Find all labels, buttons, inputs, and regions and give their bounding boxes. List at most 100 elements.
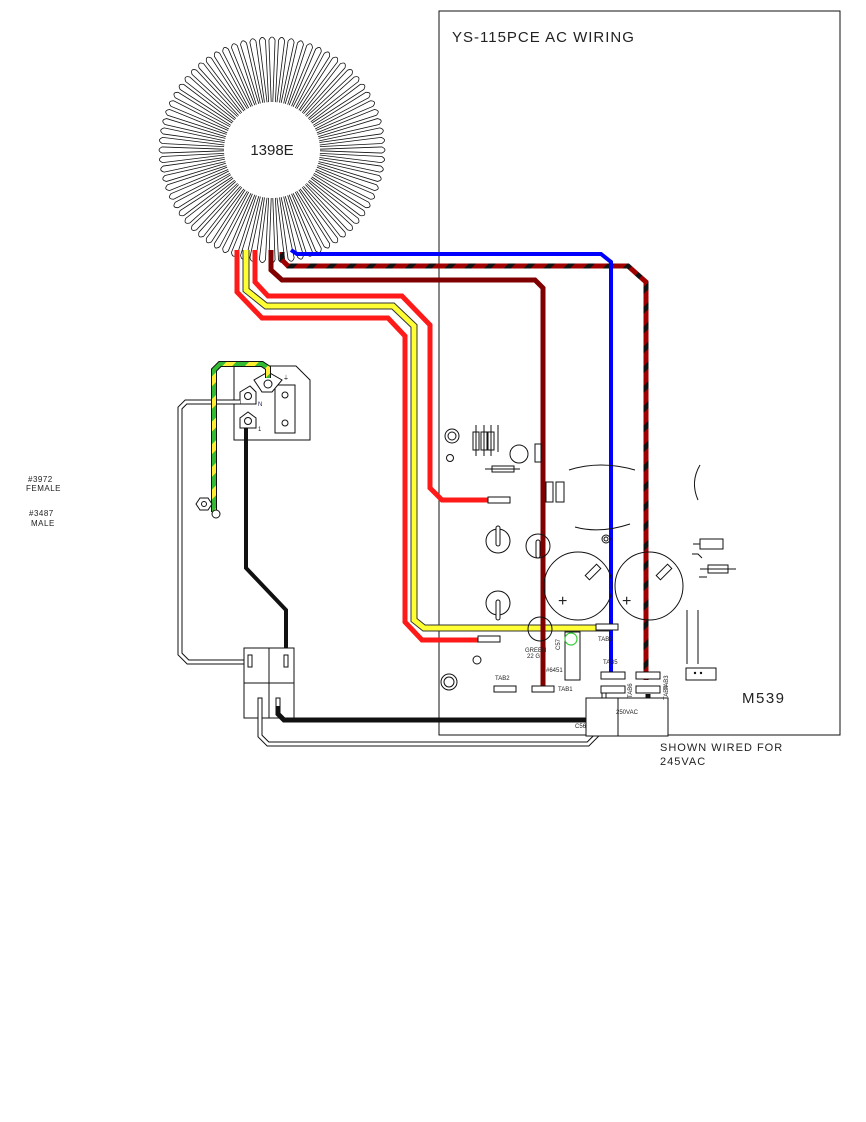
neutral-label: N bbox=[258, 402, 262, 408]
toroid-winding bbox=[173, 172, 232, 209]
toroid-winding bbox=[191, 183, 239, 231]
toroid-winding bbox=[294, 51, 331, 110]
toroid-winding bbox=[294, 190, 331, 249]
toroid-winding bbox=[301, 185, 346, 238]
yellow-wire bbox=[243, 250, 612, 631]
toroid-winding bbox=[160, 127, 225, 143]
toroid-winding bbox=[249, 38, 265, 103]
toroid-winding bbox=[158, 146, 225, 154]
wiring-note-line1: SHOWN WIRED FOR bbox=[660, 742, 783, 754]
tab5-label: TAB5 bbox=[603, 660, 618, 666]
toroid-winding bbox=[258, 197, 270, 263]
diagram-title: YS-115PCE AC WIRING bbox=[452, 29, 635, 46]
tab1-label: TAB1 bbox=[558, 687, 573, 693]
toroid-winding bbox=[198, 185, 243, 238]
toroid-winding bbox=[274, 37, 286, 103]
toroid-winding bbox=[162, 161, 226, 182]
wiring-note-line2: 245VAC bbox=[660, 756, 706, 768]
toroid-winding bbox=[268, 36, 276, 103]
tab8-label: TAB8 bbox=[598, 637, 613, 643]
toroid-winding bbox=[198, 62, 243, 115]
female-label: FEMALE bbox=[26, 484, 61, 493]
toroid-winding bbox=[173, 91, 232, 128]
return-wire bbox=[258, 690, 606, 746]
toroid-winding bbox=[312, 172, 371, 209]
earth-nut-icon bbox=[195, 497, 213, 511]
brown-wire bbox=[268, 250, 546, 690]
part-6451-label: #6451 bbox=[546, 668, 563, 674]
toroidal-transformer bbox=[158, 36, 386, 264]
red-wire-primary-a bbox=[234, 250, 488, 643]
toroid-winding bbox=[169, 169, 230, 200]
toroid-winding bbox=[319, 127, 384, 143]
toroid-winding bbox=[314, 100, 375, 131]
male-label: MALE bbox=[31, 519, 55, 528]
toroid-winding bbox=[169, 100, 230, 131]
earth-symbol-icon: ⏚ bbox=[283, 375, 289, 382]
toroid-winding bbox=[319, 152, 385, 164]
toroid-winding bbox=[298, 188, 339, 244]
toroid-winding bbox=[319, 136, 385, 148]
voltage-selector-label: 250VAC bbox=[616, 710, 639, 716]
green-label: GREEN bbox=[525, 648, 546, 654]
svg-text:+: + bbox=[622, 593, 631, 610]
c57-label: C57 bbox=[556, 638, 562, 650]
toroid-winding bbox=[305, 69, 353, 117]
toroid-winding bbox=[258, 37, 270, 103]
toroid-winding bbox=[318, 118, 382, 139]
toroid-winding bbox=[301, 62, 346, 115]
toroid-winding bbox=[162, 118, 226, 139]
toroid-winding bbox=[310, 176, 366, 217]
toroid-winding bbox=[240, 40, 261, 104]
gauge-label: 22 G bbox=[527, 654, 540, 660]
toroid-winding bbox=[159, 152, 225, 164]
toroid-winding bbox=[307, 179, 360, 224]
toroid-winding bbox=[178, 83, 234, 124]
toroid-winding bbox=[178, 176, 234, 217]
line-terminal bbox=[244, 417, 252, 425]
toroid-winding bbox=[279, 197, 295, 262]
toroid-winding bbox=[316, 165, 379, 191]
earth-lug bbox=[211, 509, 221, 519]
female-part-number: #3972 bbox=[28, 475, 53, 484]
toroid-winding bbox=[307, 76, 360, 121]
toroid-winding bbox=[184, 76, 237, 121]
toroid-winding bbox=[312, 91, 371, 128]
neutral-terminal bbox=[244, 392, 252, 400]
wire-connector-block bbox=[243, 647, 295, 719]
toroid-winding bbox=[283, 40, 304, 104]
male-part-number: #3487 bbox=[29, 509, 54, 518]
toroid-winding bbox=[287, 43, 313, 106]
toroid-winding bbox=[205, 188, 246, 244]
pcb-components: + + bbox=[440, 425, 736, 737]
svg-text:+: + bbox=[558, 593, 567, 610]
red-wire-primary-b bbox=[252, 250, 492, 503]
toroid-winding bbox=[314, 169, 375, 200]
tab2-label: TAB2 bbox=[495, 676, 510, 682]
toroid-winding bbox=[213, 51, 250, 110]
toroid-winding bbox=[222, 192, 253, 253]
toroid-winding bbox=[231, 43, 257, 106]
toroid-winding bbox=[222, 47, 253, 108]
neutral-wire bbox=[178, 400, 244, 664]
board-label: M539 bbox=[742, 690, 786, 707]
toroid-winding bbox=[159, 136, 225, 148]
earth-terminal bbox=[263, 379, 273, 389]
toroid-winding bbox=[291, 47, 322, 108]
toroid-winding bbox=[191, 69, 239, 117]
toroid-winding bbox=[213, 190, 250, 249]
transformer-wires bbox=[234, 248, 649, 690]
toroid-winding bbox=[184, 179, 237, 224]
blue-wire bbox=[289, 248, 613, 676]
toroid-winding bbox=[160, 157, 225, 173]
brown-striped-wire bbox=[279, 252, 649, 680]
toroid-winding bbox=[298, 56, 339, 112]
tab3-label: TAB3 bbox=[664, 675, 670, 690]
tab6-label: TAB6 bbox=[628, 683, 634, 698]
toroid-winding bbox=[305, 183, 353, 231]
toroid-winding bbox=[318, 161, 382, 182]
toroid-winding bbox=[316, 109, 379, 135]
line-wire bbox=[244, 428, 288, 652]
toroid-winding bbox=[279, 38, 295, 103]
